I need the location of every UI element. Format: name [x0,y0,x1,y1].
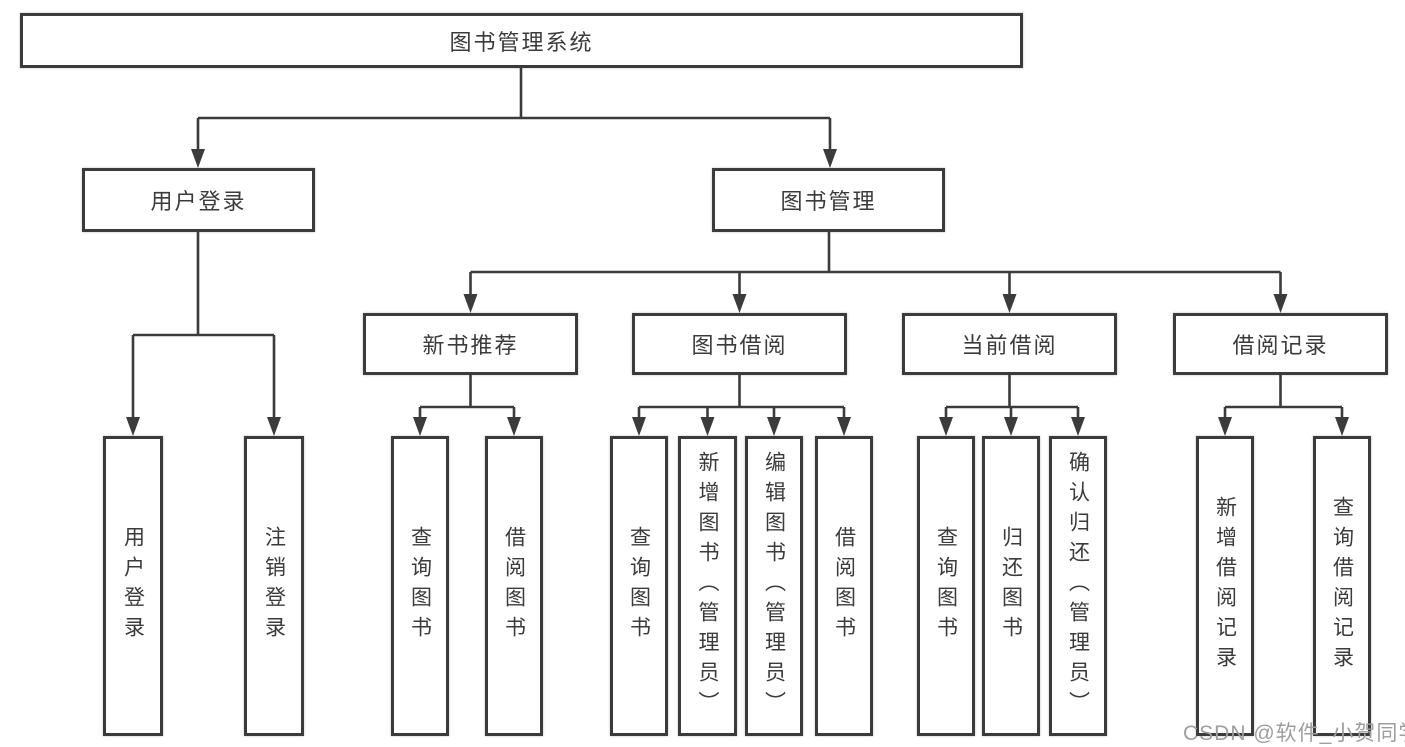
leaf-borrow-books: 借阅图书 [815,436,873,736]
connector-line [1223,375,1344,420]
arrow-down-icon [1273,294,1288,313]
leaf-confirm-return-admin: 确认归还（管理员） [1049,436,1107,736]
node-label: 图书借阅 [691,333,788,358]
arrow-down-icon [939,417,953,436]
node-label: 借阅图书 [502,526,526,646]
arrow-down-icon [732,294,747,313]
arrow-down-icon [1002,294,1017,313]
node-label: 图书管理系统 [449,29,594,55]
connector-book-borrow-to-leaves [632,375,851,436]
connector-root-to-level2 [191,68,837,168]
node-label: 借阅记录 [1232,333,1329,358]
arrow-down-icon [1071,417,1085,436]
arrow-down-icon [267,417,281,436]
arrow-down-icon [463,294,478,313]
node-new-book-recommend: 新书推荐 [363,313,578,375]
node-label: 新增借阅记录 [1213,496,1237,676]
node-label: 查询借阅记录 [1330,496,1354,676]
connector-line [418,375,516,420]
arrow-down-icon [1335,417,1349,436]
node-label: 编辑图书（管理员） [762,451,786,721]
connector-line [196,68,832,152]
node-borrow-records: 借阅记录 [1173,313,1388,375]
connector-borrow-records-to-leaves [1218,375,1349,436]
node-book-management: 图书管理 [712,168,945,232]
node-label: 查询图书 [934,526,958,646]
leaf-add-book-admin: 新增图书（管理员） [678,436,737,736]
node-label: 查询图书 [627,526,651,646]
leaf-current-query-books: 查询图书 [917,436,975,736]
leaf-edit-book-admin: 编辑图书（管理员） [745,436,803,736]
arrow-down-icon [413,417,427,436]
arrow-down-icon [126,417,140,436]
node-label: 用户登录 [150,189,247,214]
connector-line [469,232,1282,297]
node-label: 新书推荐 [422,333,519,358]
arrow-down-icon [632,417,646,436]
node-root-system: 图书管理系统 [20,13,1023,68]
leaf-borrow-query-books: 查询图书 [610,436,668,736]
arrow-down-icon [191,149,205,168]
arrow-down-icon [823,149,837,168]
watermark: CSDN @软件_小贺同学 [1183,722,1405,745]
leaf-recommend-borrow-books: 借阅图书 [485,436,543,736]
node-current-borrow: 当前借阅 [902,313,1117,375]
node-label: 归还图书 [999,526,1023,646]
node-label: 新增图书（管理员） [696,451,719,721]
arrow-down-icon [1218,417,1232,436]
node-label: 用户登录 [121,526,145,646]
arrow-down-icon [837,417,851,436]
node-book-borrow: 图书借阅 [632,313,847,375]
node-label: 当前借阅 [961,333,1058,358]
node-label: 借阅图书 [832,526,856,646]
leaf-query-borrow-record: 查询借阅记录 [1313,436,1371,736]
connector-line [131,232,276,420]
node-label: 图书管理 [780,189,877,214]
arrow-down-icon [700,417,715,436]
leaf-return-book: 归还图书 [982,436,1040,736]
connector-book-management-to-level3 [463,232,1288,313]
leaf-add-borrow-record: 新增借阅记录 [1196,436,1254,736]
connector-new-book-recommend-to-leaves [413,375,521,436]
arrow-down-icon [1004,417,1018,436]
node-user-login: 用户登录 [82,168,315,232]
arrow-down-icon [507,417,521,436]
leaf-recommend-query-books: 查询图书 [391,436,449,736]
connector-current-borrow-to-leaves [939,375,1085,436]
connector-line [944,375,1080,420]
node-label: 注销登录 [262,526,286,646]
leaf-logout: 注销登录 [244,436,304,736]
node-label: 查询图书 [408,526,432,646]
leaf-user-login: 用户登录 [103,436,163,736]
node-label: 确认归还（管理员） [1066,451,1090,721]
connector-user-login-to-leaves [126,232,281,436]
arrow-down-icon [767,417,781,436]
connector-line [637,375,846,420]
